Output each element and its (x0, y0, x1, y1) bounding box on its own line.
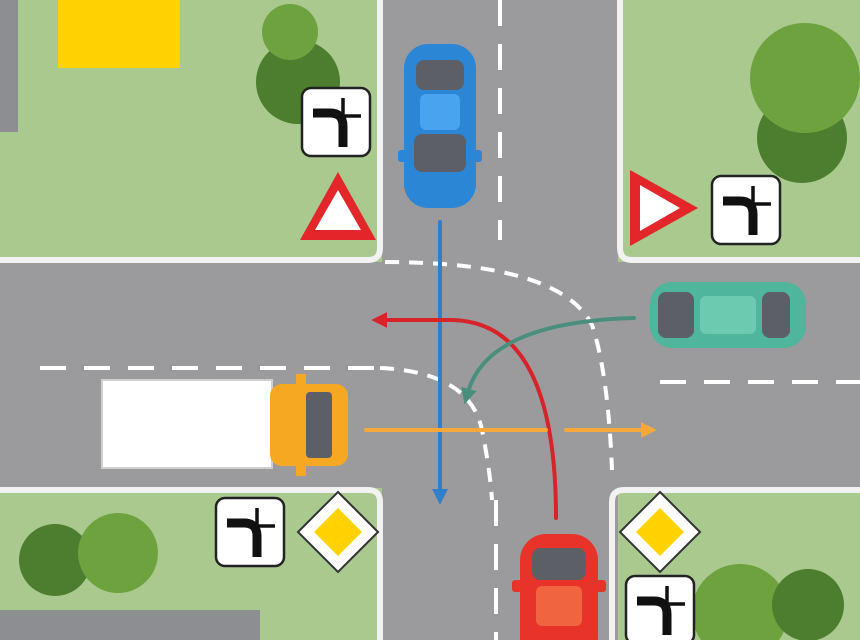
path-arrow-icon (364, 220, 657, 520)
priority-road-shape-sign-icon (626, 576, 694, 640)
building-grey-bottom (0, 610, 260, 640)
tree-icon (19, 513, 158, 596)
priority-road-shape-sign-icon (712, 176, 780, 244)
priority-road-shape-sign-icon (216, 498, 284, 566)
building-grey-left (0, 0, 18, 132)
car-icon (398, 44, 482, 208)
car-icon (650, 282, 806, 348)
building-yellow-roof (58, 0, 180, 68)
car-icon (512, 534, 606, 640)
priority-road-shape-sign-icon (302, 88, 370, 156)
truck-icon (101, 374, 348, 476)
tree-icon (692, 564, 844, 640)
tree-icon (750, 23, 860, 183)
